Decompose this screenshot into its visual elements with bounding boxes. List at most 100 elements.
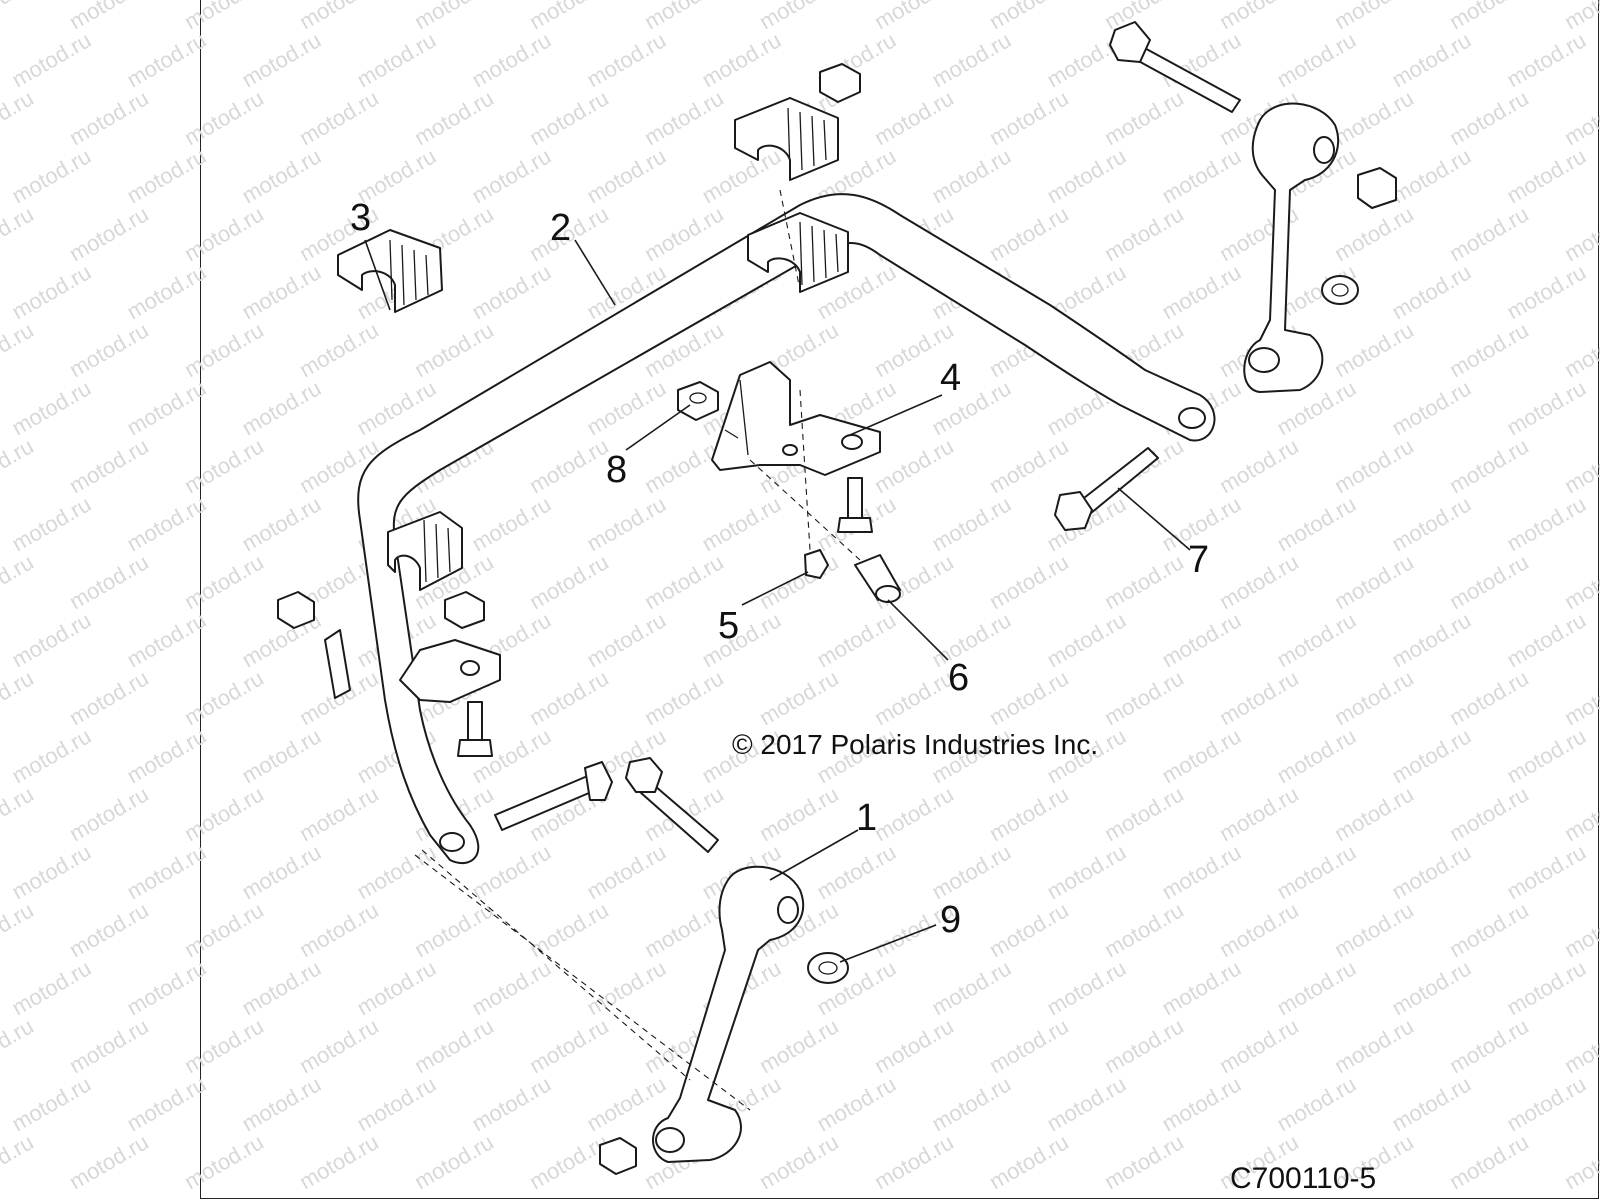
watermark-text: motod.ru bbox=[583, 491, 671, 556]
watermark-text: motod.ru bbox=[123, 1071, 211, 1136]
watermark-text: motod.ru bbox=[0, 1013, 38, 1078]
watermark-text: motod.ru bbox=[180, 85, 268, 150]
watermark-text: motod.ru bbox=[8, 375, 96, 440]
watermark-text: motod.ru bbox=[1100, 1129, 1188, 1194]
watermark-text: motod.ru bbox=[238, 259, 326, 324]
watermark-text: motod.ru bbox=[1503, 723, 1591, 788]
watermark-text: motod.ru bbox=[813, 1071, 901, 1136]
watermark-text: motod.ru bbox=[295, 897, 383, 962]
watermark-text: motod.ru bbox=[1560, 665, 1600, 730]
watermark-text: motod.ru bbox=[928, 143, 1016, 208]
watermark-text: motod.ru bbox=[928, 607, 1016, 672]
watermark-text: motod.ru bbox=[1273, 607, 1361, 672]
bushing-left-upper bbox=[337, 229, 443, 313]
watermark-text: motod.ru bbox=[1330, 317, 1418, 382]
watermark-text: motod.ru bbox=[1560, 433, 1600, 498]
watermark-text: motod.ru bbox=[1273, 839, 1361, 904]
watermark-text: motod.ru bbox=[468, 1071, 556, 1136]
watermark-text: motod.ru bbox=[0, 897, 38, 962]
watermark-text: motod.ru bbox=[525, 549, 613, 614]
bolt-center-vertical bbox=[837, 477, 873, 533]
watermark-text: motod.ru bbox=[1158, 1071, 1246, 1136]
watermark-text: motod.ru bbox=[1273, 955, 1361, 1020]
watermark-text: motod.ru bbox=[1560, 85, 1600, 150]
watermark-text: motod.ru bbox=[180, 665, 268, 730]
watermark-text: motod.ru bbox=[1560, 897, 1600, 962]
watermark-text: motod.ru bbox=[698, 491, 786, 556]
watermark-text: motod.ru bbox=[1215, 897, 1303, 962]
watermark-text: motod.ru bbox=[1560, 1013, 1600, 1078]
watermark-text: motod.ru bbox=[1560, 0, 1600, 34]
watermark-text: motod.ru bbox=[928, 27, 1016, 92]
callout-9: 9 bbox=[940, 899, 961, 941]
watermark-text: motod.ru bbox=[1215, 433, 1303, 498]
watermark-text: motod.ru bbox=[640, 549, 728, 614]
watermark-text: motod.ru bbox=[1100, 549, 1188, 614]
mount-bracket-lower-left bbox=[324, 629, 501, 703]
watermark-text: motod.ru bbox=[985, 1129, 1073, 1194]
callout-5: 5 bbox=[718, 605, 739, 647]
leader-1 bbox=[769, 829, 859, 881]
watermark-text: motod.ru bbox=[870, 665, 958, 730]
watermark-text: motod.ru bbox=[1388, 723, 1476, 788]
watermark-text: motod.ru bbox=[755, 1013, 843, 1078]
nut-part-8 bbox=[677, 381, 719, 421]
watermark-text: motod.ru bbox=[870, 1129, 958, 1194]
watermark-text: motod.ru bbox=[1388, 143, 1476, 208]
watermark-text: motod.ru bbox=[1215, 1013, 1303, 1078]
watermark-text: motod.ru bbox=[1445, 317, 1533, 382]
watermark-text: motod.ru bbox=[123, 839, 211, 904]
watermark-text: motod.ru bbox=[583, 375, 671, 440]
watermark-text: motod.ru bbox=[1158, 839, 1246, 904]
watermark-text: motod.ru bbox=[928, 1071, 1016, 1136]
watermark-text: motod.ru bbox=[755, 549, 843, 614]
watermark-text: motod.ru bbox=[1445, 1013, 1533, 1078]
watermark-text: motod.ru bbox=[640, 433, 728, 498]
watermark-text: motod.ru bbox=[1158, 723, 1246, 788]
watermark-text: motod.ru bbox=[1445, 433, 1533, 498]
watermark-text: motod.ru bbox=[1273, 1071, 1361, 1136]
watermark-text: motod.ru bbox=[8, 955, 96, 1020]
watermark-text: motod.ru bbox=[1388, 375, 1476, 440]
watermark-text: motod.ru bbox=[1388, 1071, 1476, 1136]
watermark-text: motod.ru bbox=[870, 1013, 958, 1078]
watermark-text: motod.ru bbox=[1503, 607, 1591, 672]
spacer-part-6 bbox=[854, 554, 901, 603]
watermark-text: motod.ru bbox=[583, 27, 671, 92]
watermark-text: motod.ru bbox=[928, 839, 1016, 904]
watermark-text: motod.ru bbox=[468, 839, 556, 904]
watermark-text: motod.ru bbox=[1330, 665, 1418, 730]
watermark-text: motod.ru bbox=[0, 433, 38, 498]
watermark-text: motod.ru bbox=[65, 1129, 153, 1194]
watermark-text: motod.ru bbox=[65, 897, 153, 962]
watermark-text: motod.ru bbox=[755, 781, 843, 846]
watermark-text: motod.ru bbox=[1503, 839, 1591, 904]
watermark-text: motod.ru bbox=[1388, 839, 1476, 904]
callout-7: 7 bbox=[1188, 539, 1209, 581]
watermark-text: motod.ru bbox=[1445, 781, 1533, 846]
nut-left bbox=[277, 591, 315, 629]
nut-lower-left-center bbox=[444, 591, 485, 629]
watermark-text: motod.ru bbox=[238, 375, 326, 440]
watermark-text: motod.ru bbox=[1388, 607, 1476, 672]
watermark-text: motod.ru bbox=[1158, 259, 1246, 324]
watermark-text: motod.ru bbox=[468, 27, 556, 92]
watermark-text: motod.ru bbox=[640, 85, 728, 150]
end-link-right bbox=[1243, 102, 1340, 393]
watermark-text: motod.ru bbox=[123, 723, 211, 788]
grease-fitting-part-5 bbox=[804, 549, 829, 579]
watermark-text: motod.ru bbox=[1445, 549, 1533, 614]
watermark-text: motod.ru bbox=[1560, 1129, 1600, 1194]
assembly-line-center bbox=[749, 189, 861, 561]
watermark-text: motod.ru bbox=[525, 85, 613, 150]
watermark-text: motod.ru bbox=[928, 955, 1016, 1020]
watermark-text: motod.ru bbox=[180, 781, 268, 846]
leader-8 bbox=[625, 404, 691, 451]
watermark-text: motod.ru bbox=[640, 897, 728, 962]
watermark-text: motod.ru bbox=[1215, 549, 1303, 614]
watermark-text: motod.ru bbox=[0, 1129, 38, 1194]
watermark-text: motod.ru bbox=[1215, 781, 1303, 846]
leader-4 bbox=[849, 394, 943, 436]
bolt-right bbox=[1054, 447, 1159, 531]
watermark-text: motod.ru bbox=[985, 897, 1073, 962]
